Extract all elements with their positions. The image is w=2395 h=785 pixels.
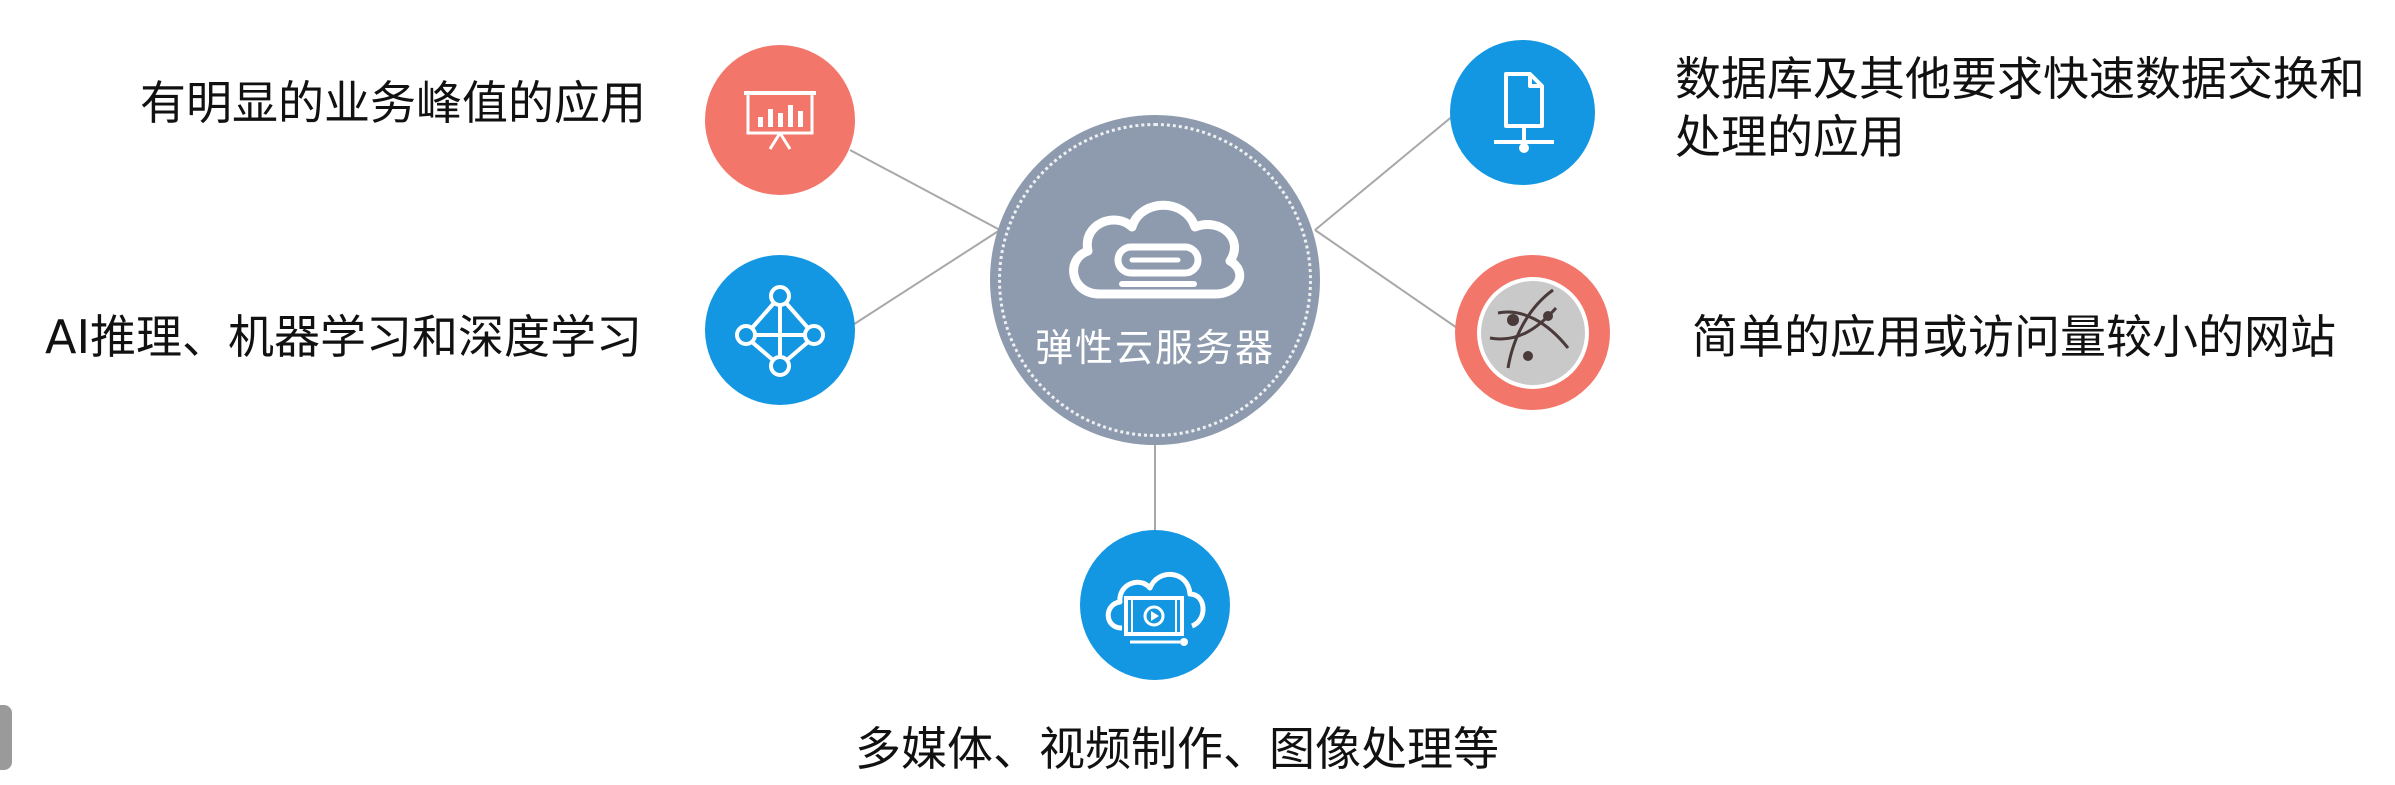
scroll-handle[interactable]	[0, 705, 12, 770]
presentation-chart-icon	[744, 91, 816, 150]
db-label: 数据库及其他要求快速数据交换和处理的应用	[1675, 52, 2365, 164]
document-network-icon	[1493, 71, 1554, 153]
globe-icon	[1476, 276, 1589, 389]
db-node	[1450, 40, 1595, 185]
center-dotted-ring	[998, 123, 1312, 437]
web-label: 简单的应用或访问量较小的网站	[1692, 310, 2336, 364]
ai-label: AI推理、机器学习和深度学习	[45, 310, 643, 364]
peak-label: 有明显的业务峰值的应用	[140, 76, 646, 130]
connector-web	[1314, 229, 1461, 331]
center-node: 弹性云服务器	[990, 115, 1320, 445]
connector-ai	[844, 229, 1001, 331]
connector-db	[1314, 109, 1461, 231]
web-node	[1455, 255, 1610, 410]
media-node	[1080, 530, 1230, 680]
media-label: 多媒体、视频制作、图像处理等	[855, 722, 1499, 776]
connector-peak	[849, 149, 1001, 231]
ai-node	[705, 255, 855, 405]
network-graph-icon	[735, 285, 825, 377]
peak-node	[705, 45, 855, 195]
cloud-video-icon	[1105, 571, 1206, 646]
